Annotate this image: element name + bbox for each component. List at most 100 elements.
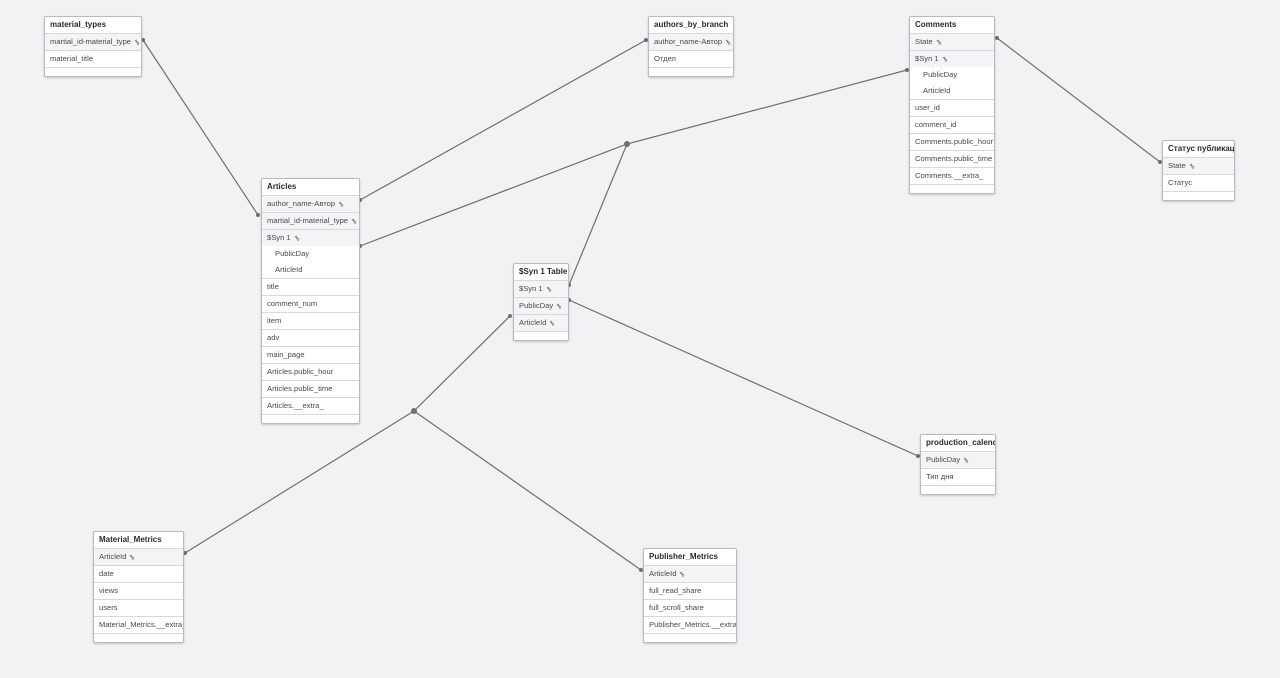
field-row[interactable]: PublicDay (910, 67, 994, 83)
field-name: adv (267, 333, 280, 342)
field-group: PublicDay⚷ (921, 452, 995, 469)
field-row[interactable]: Статус (1163, 175, 1234, 191)
key-icon: ⚷ (336, 200, 346, 209)
field-row[interactable]: Articles.public_time (262, 381, 359, 397)
field-group: Comments.public_time (910, 151, 994, 168)
field-row[interactable]: Publisher_Metrics.__extra_ (644, 617, 736, 633)
key-icon: ⚷ (1187, 162, 1197, 171)
link-line (359, 39, 647, 201)
link-line (568, 143, 628, 286)
field-name: ArticleId (519, 318, 547, 327)
table-status[interactable]: Статус публикацийState⚷Статус (1162, 140, 1235, 201)
link-line (413, 410, 642, 571)
field-group: comment_id (910, 117, 994, 134)
field-row[interactable]: user_id (910, 100, 994, 116)
link-junction (624, 141, 630, 147)
field-row[interactable]: adv (262, 330, 359, 346)
field-row[interactable]: full_read_share (644, 583, 736, 599)
field-name: Material_Metrics.__extra_ (99, 620, 183, 629)
field-row[interactable]: State⚷ (1163, 158, 1234, 174)
field-row[interactable]: Material_Metrics.__extra_ (94, 617, 183, 633)
field-row[interactable]: martial_id-material_type⚷ (45, 34, 141, 50)
field-row[interactable]: ArticleId⚷ (94, 549, 183, 565)
field-name: PublicDay (923, 70, 958, 79)
field-group: ArticleId⚷ (644, 566, 736, 583)
field-name: martial_id-material_type (267, 216, 349, 225)
field-row[interactable]: main_page (262, 347, 359, 363)
link-endpoint (639, 568, 643, 572)
field-row[interactable]: author_name-Автор⚷ (262, 196, 359, 212)
field-row[interactable]: comment_id (910, 117, 994, 133)
field-name: State (915, 37, 933, 46)
link-line (359, 69, 908, 247)
field-name: views (99, 586, 118, 595)
field-name: ArticleId (649, 569, 677, 578)
field-row[interactable]: Comments.__extra_ (910, 168, 994, 184)
link-line (568, 299, 919, 457)
field-name: item (267, 316, 282, 325)
field-row[interactable]: PublicDay (262, 246, 359, 262)
field-group: martial_id-material_type⚷ (45, 34, 141, 51)
field-row[interactable]: State⚷ (910, 34, 994, 50)
table-title: Comments (910, 17, 994, 34)
field-row[interactable]: item (262, 313, 359, 329)
field-name: users (99, 603, 118, 612)
field-row[interactable]: Comments.public_time (910, 151, 994, 167)
field-row[interactable]: date (94, 566, 183, 582)
field-name: ArticleId (99, 552, 127, 561)
table-syn1[interactable]: $Syn 1 Table$Syn 1⚷PublicDay⚷ArticleId⚷ (513, 263, 569, 341)
table-title: material_types (45, 17, 141, 34)
field-row[interactable]: title (262, 279, 359, 295)
field-group: Material_Metrics.__extra_ (94, 617, 183, 634)
field-name: date (99, 569, 114, 578)
field-name: State (1168, 161, 1186, 170)
field-row[interactable]: martial_id-material_type⚷ (262, 213, 359, 229)
field-name: PublicDay (275, 249, 310, 258)
key-icon: ⚷ (349, 217, 359, 226)
field-row[interactable]: users (94, 600, 183, 616)
field-row[interactable]: Отдел (649, 51, 733, 67)
field-row[interactable]: comment_num (262, 296, 359, 312)
field-group: Articles.public_time (262, 381, 359, 398)
field-row[interactable]: full_scroll_share (644, 600, 736, 616)
field-group: State⚷ (910, 34, 994, 51)
field-row[interactable]: ArticleId⚷ (514, 315, 568, 331)
key-icon: ⚷ (128, 553, 137, 562)
field-row[interactable]: Articles.public_hour (262, 364, 359, 380)
field-row[interactable]: Comments.public_hour (910, 134, 994, 150)
field-row[interactable]: $Syn 1⚷ (262, 230, 359, 246)
field-row[interactable]: author_name-Автор⚷ (649, 34, 733, 50)
field-row[interactable]: $Syn 1⚷ (910, 51, 994, 67)
table-title: authors_by_branch (649, 17, 733, 34)
field-name: Comments.public_hour (915, 137, 994, 146)
field-row[interactable]: views (94, 583, 183, 599)
field-row[interactable]: PublicDay⚷ (921, 452, 995, 468)
field-group: material_title (45, 51, 141, 68)
field-row[interactable]: material_title (45, 51, 141, 67)
table-title: Publisher_Metrics (644, 549, 736, 566)
table-title: Статус публикаций (1163, 141, 1234, 158)
field-name: material_title (50, 54, 94, 63)
field-row[interactable]: ArticleId (910, 83, 994, 99)
field-row[interactable]: ArticleId⚷ (644, 566, 736, 582)
field-name: Тип дня (926, 472, 954, 481)
field-name: Comments.public_time (915, 154, 993, 163)
field-row[interactable]: $Syn 1⚷ (514, 281, 568, 297)
link-line (996, 37, 1161, 163)
field-row[interactable]: ArticleId (262, 262, 359, 278)
field-name: main_page (267, 350, 305, 359)
field-row[interactable]: Тип дня (921, 469, 995, 485)
field-row[interactable]: PublicDay⚷ (514, 298, 568, 314)
table-production-calendar[interactable]: production_calendarPublicDay⚷Тип дня (920, 434, 996, 495)
field-group: author_name-Автор⚷ (649, 34, 733, 51)
field-row[interactable]: Articles.__extra_ (262, 398, 359, 414)
key-icon: ⚷ (940, 55, 950, 64)
field-name: PublicDay (519, 301, 554, 310)
